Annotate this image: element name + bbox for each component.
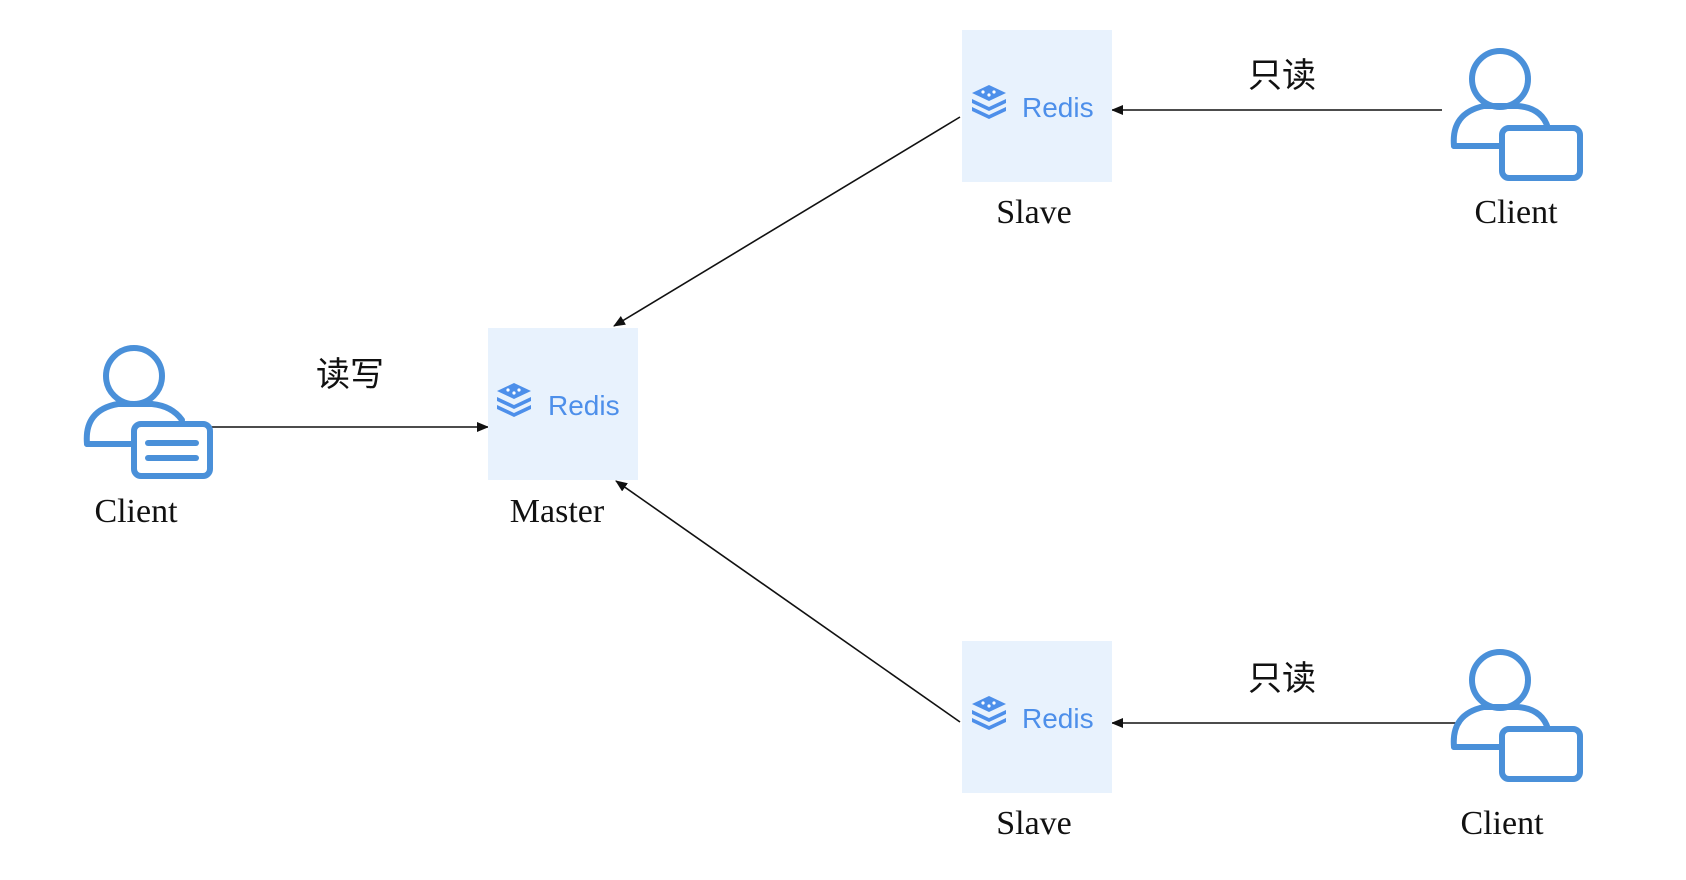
- slave-top-logo-text: Redis: [1022, 92, 1094, 123]
- master-node: Redis Master: [488, 328, 638, 530]
- edge-label-read-only-bottom: 只读: [1248, 659, 1316, 699]
- master-logo-text: Redis: [548, 390, 620, 421]
- edge-label-read-only-top: 只读: [1248, 56, 1316, 96]
- user-laptop-icon: [1450, 649, 1583, 782]
- slave-top-label: Slave: [996, 194, 1072, 231]
- edge-slave-bottom-to-master: [615, 480, 961, 723]
- edge-slave-top-to-master: [613, 116, 961, 327]
- slave-top-node: Redis Slave: [962, 30, 1112, 231]
- slave-bottom-node: Redis Slave: [962, 641, 1112, 842]
- client-top-right-label: Client: [1474, 194, 1558, 231]
- master-label: Master: [510, 493, 605, 530]
- client-left-node: Client: [83, 345, 213, 530]
- client-top-right-node: Client: [1450, 48, 1583, 231]
- client-bottom-right-label: Client: [1460, 805, 1544, 842]
- slave-bottom-label: Slave: [996, 805, 1072, 842]
- client-left-label: Client: [94, 493, 178, 530]
- user-laptop-icon: [1450, 48, 1583, 181]
- edge-label-read-write: 读写: [316, 355, 384, 395]
- client-bottom-right-node: Client: [1450, 649, 1583, 842]
- slave-bottom-logo-text: Redis: [1022, 703, 1094, 734]
- slave-top-box: [962, 30, 1112, 182]
- user-card-icon: [83, 345, 213, 479]
- slave-bottom-box: [962, 641, 1112, 793]
- master-box: [488, 328, 638, 480]
